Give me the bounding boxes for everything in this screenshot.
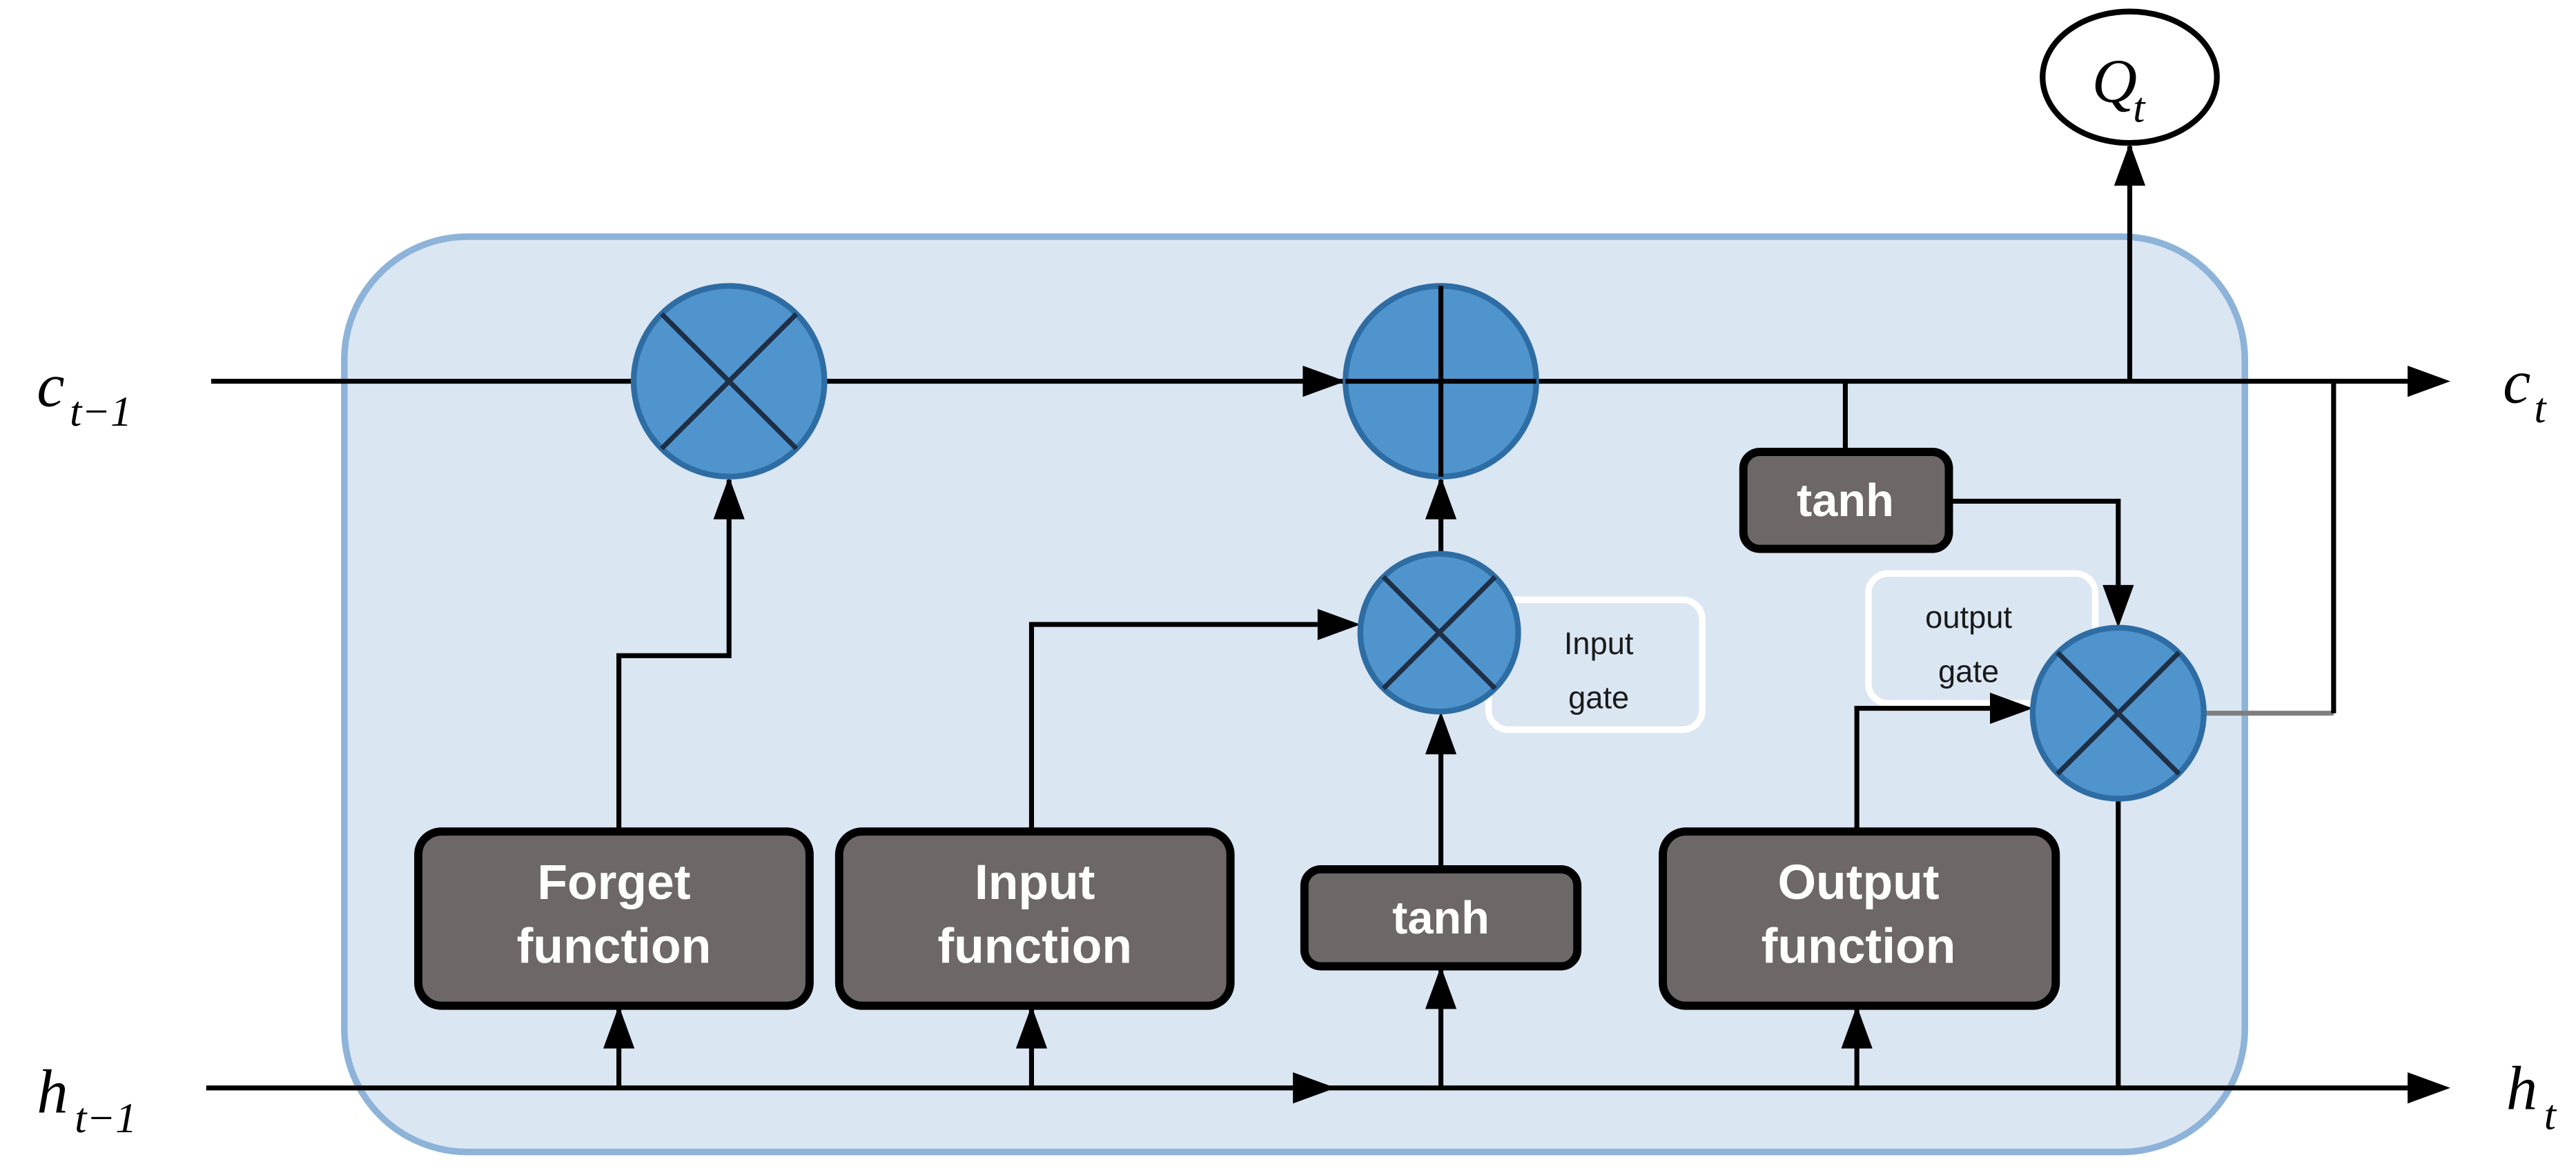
q-ellipse xyxy=(2040,8,2220,146)
input-elbow-connector xyxy=(1028,622,1318,832)
tanh-candidate-label: tanh xyxy=(1392,893,1490,944)
output-multiply-left-arrowhead xyxy=(1990,692,2033,724)
output-multiply-node xyxy=(2029,624,2207,802)
cell-body xyxy=(341,233,2248,1156)
tanh-box-arrowhead xyxy=(1425,966,1457,1009)
output-gate-label: output gate xyxy=(1925,600,2012,689)
q-output-node: Q t xyxy=(2040,8,2220,146)
input-function-rect xyxy=(835,827,1235,1010)
tanh-to-output-multiply-connector xyxy=(1949,498,2121,592)
multiply-cross-icon xyxy=(660,312,799,451)
output-gate-label-line2: gate xyxy=(1938,653,1999,689)
h-out-label: h t xyxy=(2506,1054,2557,1139)
input-function-label-line2: function xyxy=(937,919,1132,974)
multiply-cross-icon xyxy=(1381,575,1497,691)
output-elbow-connector xyxy=(1854,705,1991,832)
q-label-subscript: t xyxy=(2133,84,2146,131)
h-mid-arrowhead xyxy=(1293,1072,1336,1104)
forget-box-arrowhead xyxy=(603,1005,635,1049)
input-function-label-line1: Input xyxy=(975,855,1095,910)
input-box-arrowhead xyxy=(1015,1005,1048,1049)
c-into-add-arrowhead xyxy=(1302,365,1346,397)
multiply-cross-icon xyxy=(2056,651,2181,776)
h-out-arrowhead xyxy=(2408,1072,2450,1104)
h-prev-base: h xyxy=(37,1056,68,1126)
h-prev-subscript: t−1 xyxy=(75,1095,137,1142)
output-gate-label-line1: output xyxy=(1925,600,2012,635)
input-function-box: Input function xyxy=(835,827,1235,1010)
forget-multiply-arrowhead xyxy=(713,476,745,520)
forget-function-rect xyxy=(414,827,814,1010)
output-function-label-line2: function xyxy=(1762,919,1956,974)
c-out-label: c t xyxy=(2503,347,2547,433)
forget-multiply-node xyxy=(630,283,828,480)
c-prev-subscript: t−1 xyxy=(70,388,132,435)
output-multiply-top-arrowhead xyxy=(2102,584,2134,628)
h-prev-label: h t−1 xyxy=(37,1056,137,1142)
forget-function-label-line1: Forget xyxy=(537,855,690,910)
q-label: Q xyxy=(2092,46,2137,116)
input-gate-label-line1: Input xyxy=(1564,626,1634,661)
input-gate-label: Input gate xyxy=(1564,626,1634,715)
c-out-base: c xyxy=(2503,347,2530,417)
input-multiply-arrowhead xyxy=(1317,609,1360,640)
output-function-label-line1: Output xyxy=(1777,855,1939,910)
q-arrowhead xyxy=(2114,143,2146,186)
c-prev-label: c t−1 xyxy=(37,350,132,435)
c-out-arrowhead xyxy=(2408,365,2450,397)
add-plus-icon xyxy=(1345,286,1536,477)
forget-function-label-line2: function xyxy=(517,919,712,974)
c-out-subscript: t xyxy=(2534,385,2547,432)
tanh-output-box: tanh xyxy=(1739,448,1953,553)
add-node xyxy=(1343,283,1539,480)
h-out-subscript: t xyxy=(2544,1092,2557,1138)
tanh-candidate-box: tanh xyxy=(1300,865,1582,971)
tanh-candidate-rect xyxy=(1300,865,1582,971)
c-prev-base: c xyxy=(37,350,64,419)
forget-function-box: Forget function xyxy=(414,827,814,1010)
output-box-arrowhead xyxy=(1841,1005,1873,1049)
add-arrowhead xyxy=(1425,476,1457,520)
input-multiply-node xyxy=(1357,551,1521,715)
tanh-output-rect xyxy=(1739,448,1953,553)
tanh-multiply-arrowhead xyxy=(1425,711,1457,755)
output-function-box: Output function xyxy=(1659,827,2060,1010)
tanh-output-label: tanh xyxy=(1797,475,1894,526)
h-out-base: h xyxy=(2506,1054,2537,1123)
input-gate-label-line2: gate xyxy=(1568,680,1629,715)
forget-elbow-connector xyxy=(616,480,732,832)
output-function-rect xyxy=(1659,827,2060,1010)
